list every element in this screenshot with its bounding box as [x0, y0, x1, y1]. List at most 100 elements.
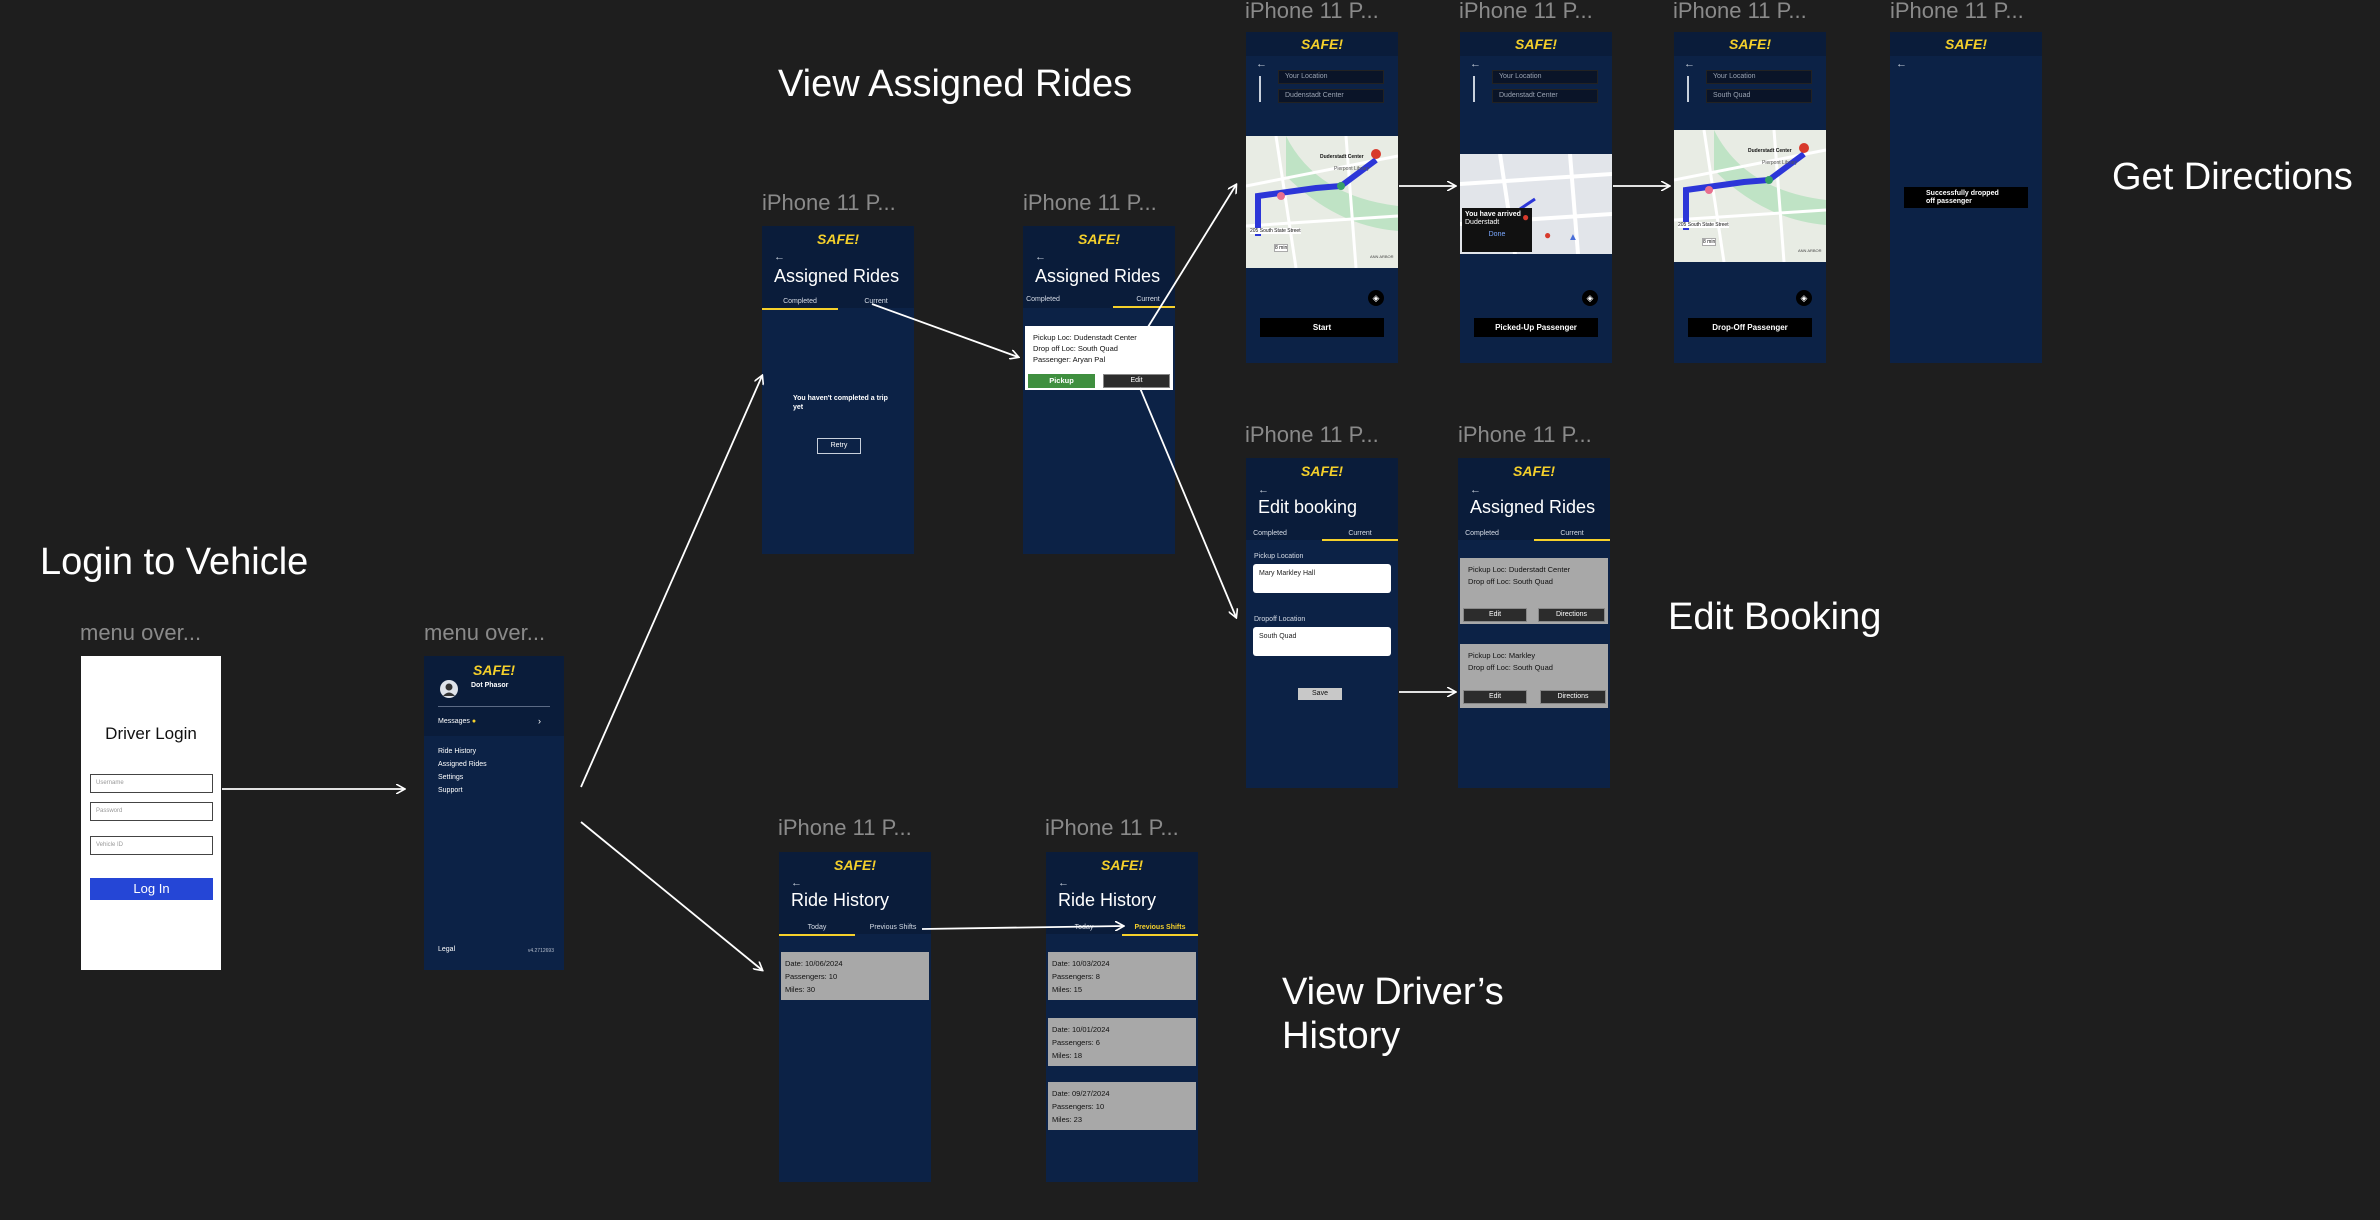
start-button[interactable]: Start — [1260, 318, 1384, 337]
origin-field[interactable]: Your Location — [1706, 70, 1812, 84]
tab-completed[interactable]: Completed — [1465, 530, 1499, 537]
frame-label: iPhone 11 P... — [778, 815, 912, 840]
app-version: v4.2712693 — [527, 948, 554, 954]
tab-completed[interactable]: Completed — [1253, 530, 1287, 537]
destination-field[interactable]: Dudenstadt Center — [1278, 89, 1384, 103]
messages-item[interactable]: Messages ● — [438, 718, 476, 725]
tab-previous-shifts[interactable]: Previous Shifts — [869, 924, 917, 931]
screen-header — [1246, 458, 1398, 540]
menu-screen: SAFE! Dot Phasor Messages ● › Ride Histo… — [424, 656, 564, 970]
arrow-left-icon[interactable]: ← — [1058, 877, 1069, 889]
history-miles: Miles: 15 — [1052, 985, 1083, 994]
history-date: Date: 10/06/2024 — [785, 959, 843, 968]
dropoff-location-input[interactable]: South Quad — [1253, 627, 1391, 656]
frame-label: iPhone 11 P... — [1458, 422, 1592, 447]
login-button[interactable]: Log In — [90, 878, 213, 900]
save-button[interactable]: Save — [1298, 688, 1342, 700]
frame-label: menu over... — [80, 620, 202, 645]
arrow-left-icon[interactable]: ← — [1035, 251, 1046, 263]
divider — [438, 706, 550, 707]
tab-today[interactable]: Today — [1074, 924, 1094, 931]
arrow-left-icon[interactable]: ← — [1258, 484, 1269, 496]
ride-dropoff: Drop off Loc: South Quad — [1468, 663, 1553, 672]
chevron-right-icon[interactable]: › — [538, 716, 541, 726]
ride-dropoff: Drop off Loc: South Quad — [1033, 344, 1118, 353]
history-date: Date: 10/03/2024 — [1052, 959, 1110, 968]
menu-item-support[interactable]: Support — [438, 787, 463, 794]
arrow-left-icon[interactable]: ← — [1896, 58, 1907, 70]
frame-label: iPhone 11 P... — [1045, 815, 1179, 840]
assigned-empty-screen: SAFE! ← Assigned Rides Completed Current… — [762, 226, 914, 554]
history-card[interactable]: Date: 10/03/2024 Passengers: 8 Miles: 15 — [1048, 952, 1196, 1000]
arrow-left-icon[interactable]: ← — [791, 877, 802, 889]
password-field[interactable]: Password — [90, 802, 213, 821]
app-logo: SAFE! — [1945, 36, 1987, 52]
username-field[interactable]: Username — [90, 774, 213, 793]
directions-button[interactable]: Directions — [1538, 608, 1605, 622]
route-map[interactable]: Duderstadt Center Pierpont Library 205 S… — [1674, 130, 1826, 262]
drop-off-button[interactable]: Drop-Off Passenger — [1688, 318, 1812, 337]
tab-completed[interactable]: Completed — [1026, 296, 1060, 303]
frame-label: iPhone 11 P... — [1673, 0, 1807, 23]
done-button[interactable]: Done — [1488, 231, 1506, 238]
flow-arrow — [580, 376, 762, 788]
destination-field[interactable]: South Quad — [1706, 89, 1812, 103]
menu-item-ride-history[interactable]: Ride History — [438, 748, 477, 755]
recenter-icon[interactable]: ◈ — [1582, 290, 1598, 306]
tab-current[interactable]: Current — [864, 298, 888, 305]
map-label-street: 205 South State Street — [1250, 228, 1301, 234]
tab-current[interactable]: Current — [1560, 530, 1584, 537]
flow-arrow — [871, 303, 1018, 357]
history-passengers: Passengers: 6 — [1052, 1038, 1100, 1047]
app-logo: SAFE! — [1101, 857, 1143, 873]
app-logo: SAFE! — [1078, 231, 1120, 247]
directions-button[interactable]: Directions — [1540, 690, 1606, 704]
menu-item-assigned-rides[interactable]: Assigned Rides — [438, 761, 487, 768]
tab-current[interactable]: Current — [1348, 530, 1372, 537]
history-card[interactable]: Date: 10/06/2024 Passengers: 10 Miles: 3… — [781, 952, 929, 1000]
recenter-icon[interactable]: ◈ — [1796, 290, 1812, 306]
pickup-button[interactable]: Pickup — [1028, 374, 1095, 388]
login-screen: Driver Login Username Password Vehicle I… — [81, 656, 221, 970]
edit-button[interactable]: Edit — [1463, 608, 1527, 622]
destination-field[interactable]: Dudenstadt Center — [1492, 89, 1598, 103]
frame-label: iPhone 11 P... — [1890, 0, 2024, 23]
arrival-map[interactable]: You have arrived Duderstadt Done ● ● ▲ — [1460, 154, 1612, 254]
ride-pickup: Pickup Loc: Dudenstadt Center — [1033, 333, 1137, 342]
tab-indicator — [762, 308, 838, 310]
arrow-left-icon[interactable]: ← — [774, 251, 785, 263]
pickup-location-input[interactable]: Mary Markley Hall — [1253, 564, 1391, 593]
frame-label: menu over... — [424, 620, 546, 645]
tab-previous-shifts[interactable]: Previous Shifts — [1134, 924, 1186, 931]
frame-label: iPhone 11 P... — [762, 190, 896, 215]
picked-up-button[interactable]: Picked-Up Passenger — [1474, 318, 1598, 337]
origin-field[interactable]: Your Location — [1492, 70, 1598, 84]
vehicle-id-field[interactable]: Vehicle ID — [90, 836, 213, 855]
history-passengers: Passengers: 10 — [785, 972, 838, 981]
edit-button[interactable]: Edit — [1103, 374, 1170, 388]
tab-bar: Today Previous Shifts — [1046, 924, 1198, 938]
edit-button[interactable]: Edit — [1463, 690, 1527, 704]
assigned-edited-screen: SAFE! ← Assigned Rides Completed Current… — [1458, 458, 1610, 788]
history-card[interactable]: Date: 09/27/2024 Passengers: 10 Miles: 2… — [1048, 1082, 1196, 1130]
arrival-card: You have arrived Duderstadt Done — [1462, 208, 1532, 252]
app-logo: SAFE! — [834, 857, 876, 873]
tab-current[interactable]: Current — [1136, 296, 1160, 303]
tab-today[interactable]: Today — [807, 924, 827, 931]
origin-field[interactable]: Your Location — [1278, 70, 1384, 84]
arrow-left-icon[interactable]: ← — [1684, 58, 1695, 70]
retry-button[interactable]: Retry — [817, 438, 861, 454]
success-message: Successfully dropped off passenger — [1904, 187, 2028, 208]
menu-item-settings[interactable]: Settings — [438, 774, 464, 781]
route-map[interactable]: Duderstadt Center Pierpont Library 205 S… — [1246, 136, 1398, 268]
legal-link[interactable]: Legal — [438, 946, 456, 953]
frame-label: iPhone 11 P... — [1459, 0, 1593, 23]
recenter-icon[interactable]: ◈ — [1368, 290, 1384, 306]
app-logo: SAFE! — [1515, 36, 1557, 52]
tab-completed[interactable]: Completed — [783, 298, 817, 305]
map-label-time: 8 min — [1274, 244, 1289, 252]
arrow-left-icon[interactable]: ← — [1256, 58, 1267, 70]
arrow-left-icon[interactable]: ← — [1470, 58, 1481, 70]
arrow-left-icon[interactable]: ← — [1470, 484, 1481, 496]
history-card[interactable]: Date: 10/01/2024 Passengers: 6 Miles: 18 — [1048, 1018, 1196, 1066]
